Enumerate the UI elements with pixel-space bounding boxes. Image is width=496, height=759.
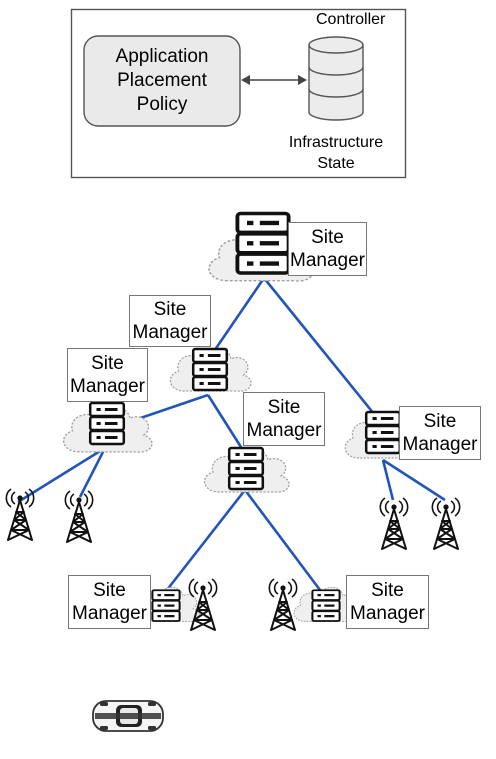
site-word: Site bbox=[371, 580, 404, 601]
policy-line: Policy bbox=[136, 94, 188, 115]
manager-word: Manager bbox=[70, 376, 145, 397]
cell-tower-icon bbox=[268, 578, 298, 631]
link bbox=[262, 277, 385, 426]
manager-word: Manager bbox=[290, 250, 365, 271]
site-word: Site bbox=[153, 299, 187, 320]
site-manager-label: Site Manager bbox=[129, 295, 211, 347]
server-icon bbox=[235, 211, 291, 275]
server-icon bbox=[364, 410, 402, 455]
site-manager-label: Site Manager bbox=[243, 392, 325, 446]
link bbox=[381, 459, 395, 501]
manager-word: Manager bbox=[132, 322, 208, 343]
server-icon bbox=[311, 589, 341, 623]
manager-word: Manager bbox=[72, 603, 147, 624]
manager-word: Manager bbox=[402, 434, 478, 455]
link bbox=[382, 458, 446, 502]
site-manager-label: Site Manager bbox=[399, 406, 481, 460]
database-icon bbox=[308, 36, 364, 121]
cell-tower-icon bbox=[5, 488, 35, 541]
link bbox=[206, 394, 248, 456]
state-label: Infrastructure State bbox=[276, 132, 396, 174]
site-manager-label: Site Manager bbox=[67, 348, 148, 402]
manager-word: Manager bbox=[350, 603, 425, 624]
link bbox=[78, 447, 107, 498]
policy-box bbox=[83, 35, 241, 127]
link bbox=[243, 489, 328, 599]
policy-label: Application Placement Policy bbox=[84, 45, 240, 117]
server-icon bbox=[227, 446, 265, 491]
manager-word: Manager bbox=[246, 420, 322, 441]
policy-line: Placement bbox=[117, 70, 207, 91]
cell-tower-icon bbox=[64, 490, 94, 543]
controller-title: Controller bbox=[316, 11, 386, 28]
double-arrow bbox=[241, 75, 307, 85]
site-word: Site bbox=[311, 227, 344, 248]
site-word: Site bbox=[91, 353, 124, 374]
site-manager-label: Site Manager bbox=[346, 575, 429, 629]
state-line: Infrastructure bbox=[288, 134, 384, 151]
car-icon bbox=[92, 700, 164, 732]
site-word: Site bbox=[423, 411, 457, 432]
cell-tower-icon bbox=[431, 497, 461, 550]
site-manager-label: Site Manager bbox=[68, 575, 151, 629]
site-word: Site bbox=[267, 397, 301, 418]
link bbox=[161, 489, 247, 596]
server-icon bbox=[151, 589, 181, 623]
server-icon bbox=[191, 347, 229, 392]
server-icon bbox=[88, 401, 126, 446]
site-manager-label: Site Manager bbox=[288, 222, 367, 276]
cell-tower-icon bbox=[379, 497, 409, 550]
policy-line: Application bbox=[115, 46, 209, 67]
site-word: Site bbox=[93, 580, 126, 601]
state-line: State bbox=[317, 155, 355, 172]
link bbox=[206, 277, 266, 361]
